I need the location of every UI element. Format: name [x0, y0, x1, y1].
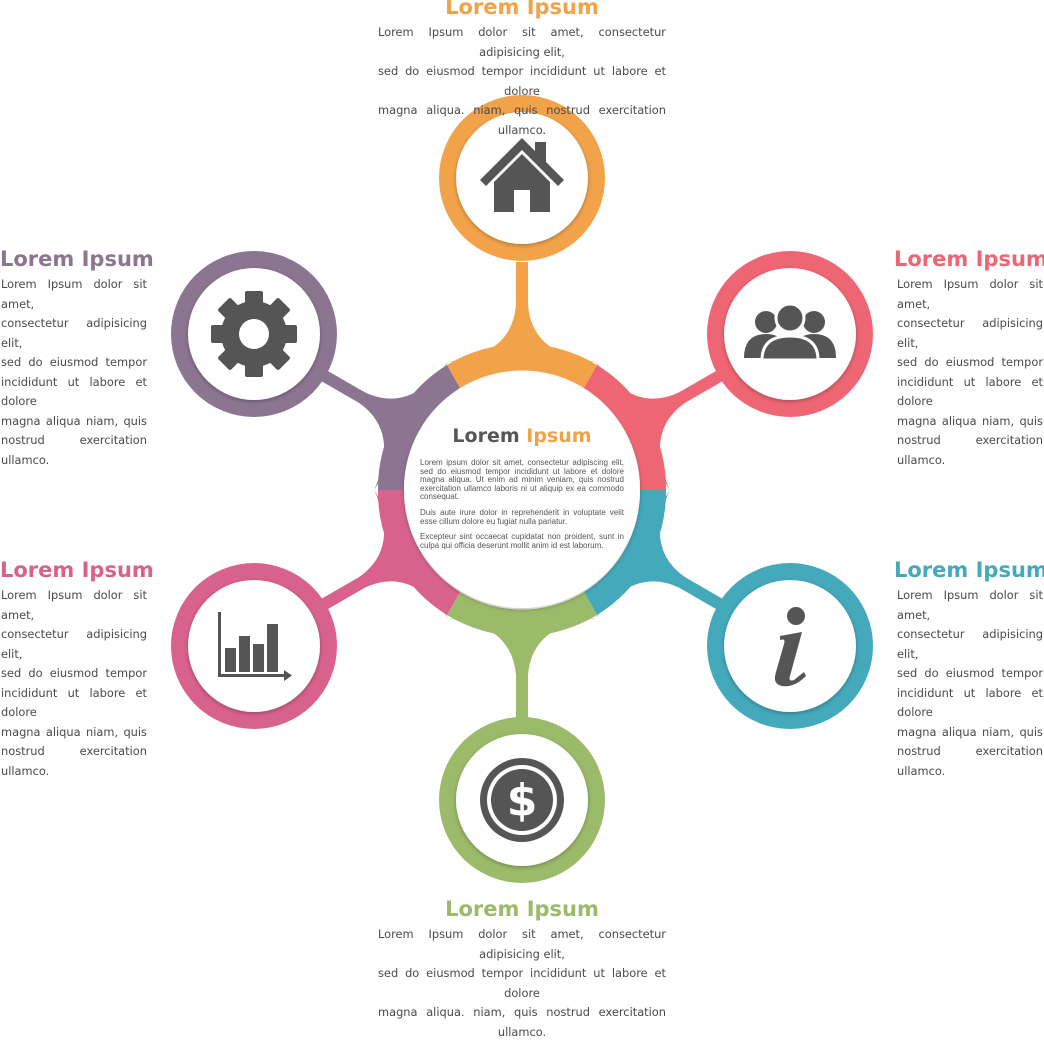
node-text-bottom: Lorem Ipsum dolor sit amet, consectetur … — [378, 925, 666, 1042]
node-text-line: Lorem Ipsum dolor sit amet, consectetur … — [378, 25, 666, 59]
node-disc-top-right — [724, 268, 856, 400]
node-text-line: nostrud exercitation ullamco. — [897, 433, 1043, 467]
node-top-left — [171, 251, 337, 417]
node-text-line: incididunt ut labore et dolore — [1, 374, 147, 409]
node-text-line: consectetur adipisicing elit, — [1, 627, 147, 661]
node-text-top-left: Lorem Ipsum dolor sit amet, consectetur … — [1, 275, 147, 470]
node-text-line: magna aliqua niam, quis — [1, 724, 147, 739]
node-text-line: magna aliqua niam, quis — [1, 413, 147, 428]
node-text-line: nostrud exercitation ullamco. — [1, 433, 147, 467]
node-text-line: consectetur adipisicing elit, — [897, 627, 1043, 661]
connector-top-left — [321, 361, 449, 491]
node-top-right — [707, 251, 873, 417]
node-title-bottom-right: Lorem Ipsum — [894, 558, 1044, 582]
gear-icon — [211, 291, 297, 377]
node-title-bottom-left: Lorem Ipsum — [0, 558, 154, 582]
info-icon — [774, 607, 806, 687]
connector-bottom-right — [595, 489, 723, 619]
node-text-line: Lorem Ipsum dolor sit amet, consectetur … — [378, 927, 666, 961]
node-text-line: sed do eiusmod tempor incididunt ut labo… — [378, 64, 666, 98]
connector-bottom — [448, 618, 596, 718]
center-ring — [377, 343, 667, 637]
house-icon — [480, 138, 564, 212]
connectors — [321, 262, 723, 718]
node-bottom-left — [171, 563, 337, 729]
node-text-line: magna aliqua. niam, quis nostrud exercit… — [378, 1005, 666, 1039]
center-title-part1: Lorem — [452, 425, 520, 447]
connector-bottom-left — [321, 489, 449, 619]
ring-segment-purple — [377, 365, 460, 490]
center-paragraph-2: Duis aute irure dolor in reprehenderit i… — [420, 508, 624, 526]
ring-segment-red — [584, 365, 667, 490]
node-text-line: incididunt ut labore et dolore — [897, 685, 1043, 720]
node-title-bottom: Lorem Ipsum — [445, 897, 599, 921]
node-text-line: sed do eiusmod tempor — [1, 355, 147, 369]
ring-segment-teal — [584, 490, 667, 615]
node-text-line: nostrud exercitation ullamco. — [1, 744, 147, 778]
center-title: Lorem Ipsum — [404, 424, 640, 448]
node-title-top-left: Lorem Ipsum — [0, 247, 154, 271]
node-text-top: Lorem Ipsum dolor sit amet, consectetur … — [378, 23, 666, 140]
node-text-line: consectetur adipisicing elit, — [897, 316, 1043, 350]
dollar-coin-icon: $ — [480, 758, 564, 842]
center-paragraph-1: Lorem ipsum dolor sit amet, consectetur … — [420, 458, 624, 502]
node-text-line: consectetur adipisicing elit, — [1, 316, 147, 350]
node-text-line: Lorem Ipsum dolor sit amet, — [1, 277, 147, 311]
connector-top — [448, 262, 596, 362]
ring-segment-pink — [377, 490, 460, 615]
node-text-line: sed do eiusmod tempor incididunt ut labo… — [378, 966, 666, 1000]
bar-chart-icon — [218, 612, 292, 681]
center-title-part2: Ipsum — [526, 425, 592, 447]
node-text-line: incididunt ut labore et dolore — [897, 374, 1043, 409]
node-top — [439, 95, 605, 261]
node-text-line: sed do eiusmod tempor — [1, 666, 147, 680]
node-text-bottom-left: Lorem Ipsum dolor sit amet, consectetur … — [1, 586, 147, 781]
node-text-top-right: Lorem Ipsum dolor sit amet, consectetur … — [897, 275, 1043, 470]
node-text-line: nostrud exercitation ullamco. — [897, 744, 1043, 778]
people-icon — [744, 302, 836, 362]
svg-text:$: $ — [507, 775, 538, 826]
node-text-line: incididunt ut labore et dolore — [1, 685, 147, 720]
node-text-line: magna aliqua. niam, quis nostrud exercit… — [378, 103, 666, 137]
center-paragraph-3: Excepteur sint occaecat cupidatat non pr… — [420, 532, 624, 550]
node-bottom: $ — [439, 717, 605, 883]
connector-top-right — [595, 361, 723, 491]
node-text-line: Lorem Ipsum dolor sit amet, — [897, 588, 1043, 622]
node-text-line: Lorem Ipsum dolor sit amet, — [897, 277, 1043, 311]
node-text-line: magna aliqua niam, quis — [897, 413, 1043, 428]
node-title-top: Lorem Ipsum — [445, 0, 599, 19]
node-text-line: sed do eiusmod tempor — [897, 666, 1043, 680]
center-disc — [404, 372, 640, 608]
node-text-line: Lorem Ipsum dolor sit amet, — [1, 588, 147, 622]
diagram-graphic: $ — [171, 95, 873, 883]
node-title-top-right: Lorem Ipsum — [894, 247, 1044, 271]
node-bottom-right — [707, 563, 873, 729]
node-text-line: sed do eiusmod tempor — [897, 355, 1043, 369]
node-text-line: magna aliqua niam, quis — [897, 724, 1043, 739]
node-text-bottom-right: Lorem Ipsum dolor sit amet, consectetur … — [897, 586, 1043, 781]
